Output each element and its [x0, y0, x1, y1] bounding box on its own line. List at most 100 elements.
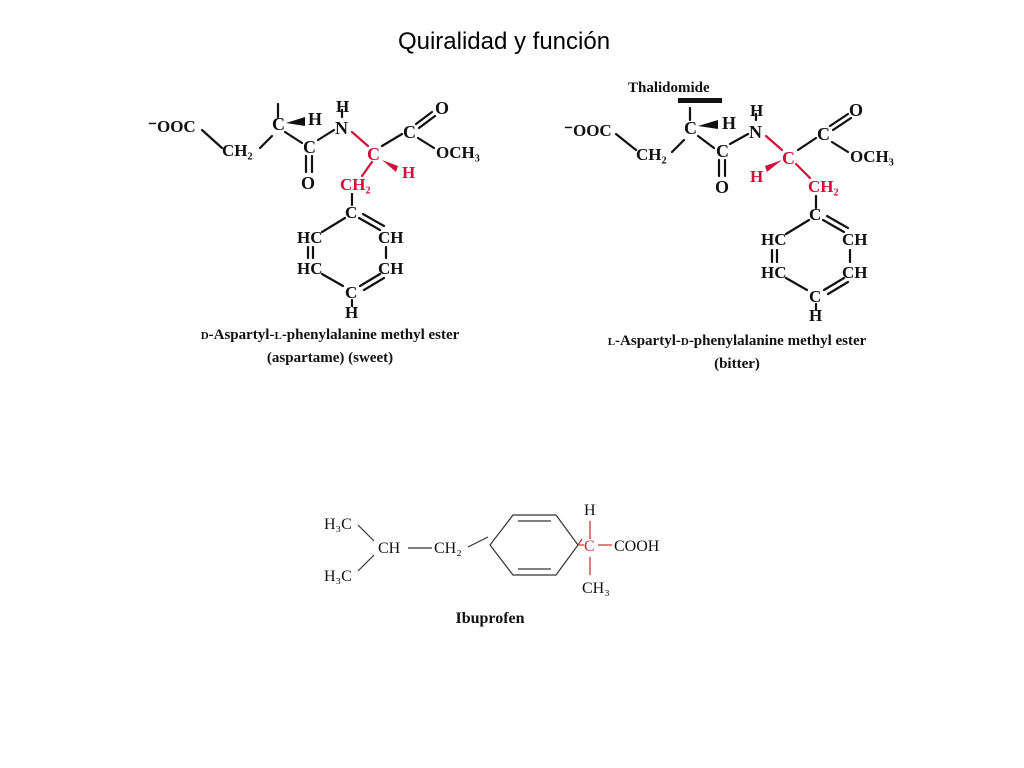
bond — [350, 130, 370, 148]
bond — [320, 216, 347, 234]
atom-label: C — [817, 124, 830, 144]
atom-label: ⁻OOC — [148, 117, 196, 136]
atom-label: CH₂ — [222, 141, 253, 160]
wedge-bond — [698, 120, 718, 129]
atom-label: HC — [297, 228, 323, 247]
bond — [784, 276, 809, 292]
atom-label: C — [716, 141, 729, 161]
atom-label: H — [336, 97, 349, 116]
bond — [316, 128, 336, 142]
atom-label: CH — [842, 230, 868, 249]
atom-label: CH — [378, 540, 401, 557]
atom-label: O — [301, 173, 315, 193]
aspartame-caption-line1: D-Aspartyl-L-phenylalanine methyl ester — [200, 327, 460, 343]
bond — [764, 134, 784, 152]
bond — [417, 114, 437, 130]
ibuprofen-structure: H₃C H₃C CH CH₂ H C COOH CH₃ — [324, 502, 660, 597]
atom-label: HC — [297, 259, 323, 278]
atom-label: C — [345, 283, 357, 302]
atom-label: CH — [378, 259, 404, 278]
wedge-bond — [286, 117, 305, 126]
atom-label: CH₂ — [636, 145, 667, 164]
bond — [361, 212, 386, 228]
aspartame-caption-line2: (aspartame) (sweet) — [266, 350, 394, 366]
atom-label: C — [782, 148, 795, 168]
aspartame-structure: ⁻OOC CH₂ C H C O H N C O OCH₃ C H CH₂ C … — [148, 97, 480, 322]
bond — [670, 138, 686, 154]
bond — [796, 136, 818, 152]
bond — [416, 136, 436, 150]
bond — [826, 280, 850, 296]
atom-label: H — [308, 109, 322, 129]
bond — [821, 218, 846, 234]
bond — [360, 160, 374, 178]
atom-label: C — [809, 287, 821, 306]
bond — [320, 272, 345, 288]
bond — [728, 132, 750, 146]
bitter-isomer-structure: Thalidomide ⁻OOC CH₂ C H C O H N C O OCH… — [564, 80, 894, 325]
slide-title: Quiralidad y función — [397, 28, 611, 55]
atom-label: OCH₃ — [436, 143, 480, 162]
bond — [357, 216, 382, 232]
bond — [380, 132, 404, 148]
bond — [283, 130, 304, 145]
benzene-ring — [489, 514, 579, 576]
atom-label: C — [345, 203, 357, 222]
wedge-bond — [765, 160, 782, 172]
atom-label: H — [750, 167, 763, 186]
bond — [822, 276, 846, 292]
bond — [258, 134, 274, 150]
bond — [831, 116, 853, 132]
atom-label: CH — [842, 263, 868, 282]
bond — [830, 140, 850, 154]
overlay-label: Thalidomide — [628, 80, 710, 96]
atom-label: O — [849, 100, 863, 120]
atom-label: HC — [761, 263, 787, 282]
atom-label: H — [809, 306, 822, 325]
bond — [577, 538, 583, 546]
bond — [358, 272, 382, 288]
atom-label: H — [584, 502, 596, 519]
atom-label: C — [272, 114, 285, 134]
bond — [794, 162, 812, 180]
atom-label: H — [750, 101, 763, 120]
atom-label: C — [367, 144, 380, 164]
bond — [467, 536, 489, 548]
atom-label: H — [722, 113, 736, 133]
bitter-caption-line2: (bitter) — [714, 356, 760, 372]
atom-label: OCH₃ — [850, 147, 894, 166]
atom-label: H — [345, 303, 358, 322]
bond — [828, 112, 850, 128]
overlay-mark — [678, 98, 722, 103]
bond — [784, 218, 811, 236]
atom-label: O — [435, 98, 449, 118]
bond — [357, 524, 375, 542]
bond — [825, 214, 850, 230]
bond — [614, 132, 638, 152]
bond — [696, 134, 716, 150]
bitter-caption: L-Aspartyl-D-phenylalanine methyl ester … — [552, 330, 922, 375]
atom-label: O — [715, 177, 729, 197]
bond — [357, 554, 375, 572]
atom-label: C — [584, 538, 595, 555]
atom-label: CH₃ — [582, 580, 610, 597]
atom-label: C — [684, 118, 697, 138]
atom-label: C — [403, 122, 416, 142]
atom-label: H₃C — [324, 568, 352, 585]
atom-label: HC — [761, 230, 787, 249]
atom-label: ⁻OOC — [564, 121, 612, 140]
bond — [200, 128, 224, 150]
wedge-bond — [382, 160, 398, 172]
ibuprofen-caption: Ibuprofen — [455, 610, 525, 627]
atom-label: COOH — [614, 538, 660, 555]
atom-label: C — [303, 137, 316, 157]
atom-label: N — [749, 122, 762, 142]
bond — [414, 110, 434, 126]
atom-label: C — [809, 205, 821, 224]
aspartame-caption: D-Aspartyl-L-phenylalanine methyl ester … — [140, 324, 520, 369]
bitter-caption-line1: L-Aspartyl-D-phenylalanine methyl ester — [607, 333, 867, 349]
atom-label: H₃C — [324, 516, 352, 533]
atom-label: CH₂ — [808, 177, 839, 196]
atom-label: CH — [378, 228, 404, 247]
atom-label: H — [402, 163, 415, 182]
